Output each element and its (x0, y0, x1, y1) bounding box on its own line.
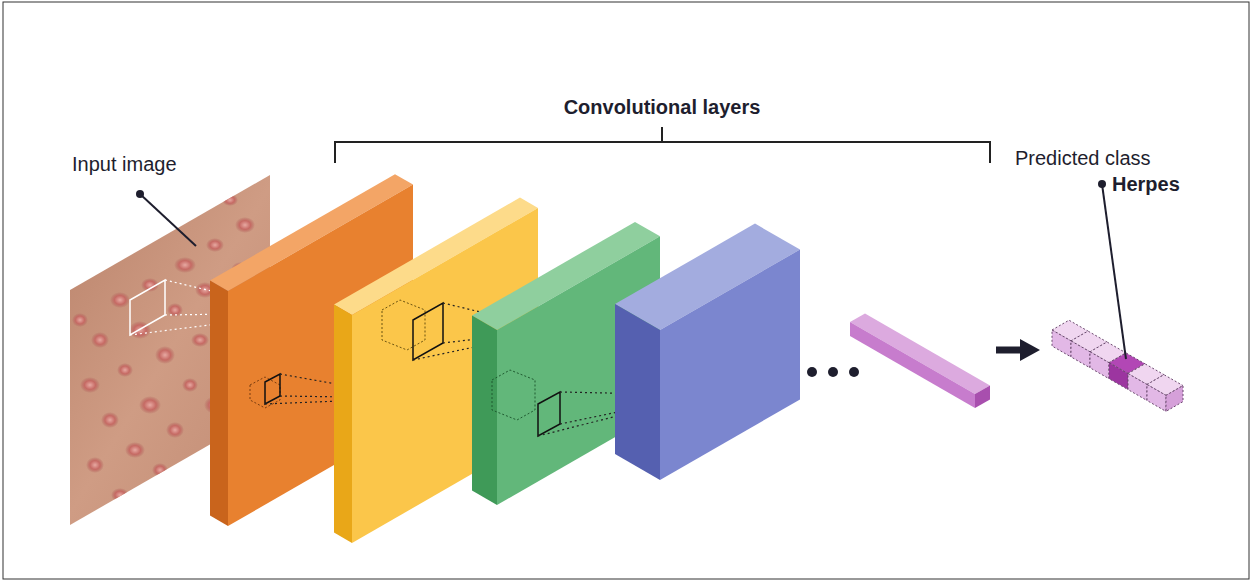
layer-side (472, 316, 497, 505)
kernel-window (413, 303, 443, 360)
feature-vector-side (850, 322, 975, 408)
layer-face (660, 250, 800, 481)
output-cell (1128, 374, 1147, 401)
leader-line (1102, 184, 1126, 359)
layer-face (497, 236, 660, 505)
kernel-window (265, 374, 280, 404)
output-cell-selected (1109, 363, 1128, 390)
feature-vector-top (850, 313, 990, 394)
layer-side (615, 304, 660, 480)
section-title: Convolutional layers (564, 95, 761, 119)
layers-bracket (335, 127, 990, 163)
output-arrow (996, 347, 1024, 354)
receptive-field (130, 280, 165, 335)
kernel-outline (382, 300, 425, 350)
output-cell (1147, 385, 1166, 412)
output-cell (1090, 352, 1109, 379)
output-vector (1052, 320, 1183, 411)
output-cell (1071, 341, 1090, 368)
output-cell (1052, 330, 1071, 357)
feature-vector-end (975, 385, 990, 408)
kernel-outline (492, 370, 535, 420)
layer-side (210, 281, 228, 526)
class-label: Herpes (1112, 172, 1180, 196)
leader-line (140, 194, 196, 246)
layer-side (334, 305, 352, 543)
image-label: Input image (72, 152, 177, 176)
ellipsis-dots (807, 367, 859, 377)
arrow-head (1020, 339, 1040, 361)
output-label: Predicted class (1015, 146, 1151, 170)
kernel-window (538, 392, 560, 436)
output-cell-end (1166, 386, 1183, 412)
frame-border (3, 2, 1249, 579)
